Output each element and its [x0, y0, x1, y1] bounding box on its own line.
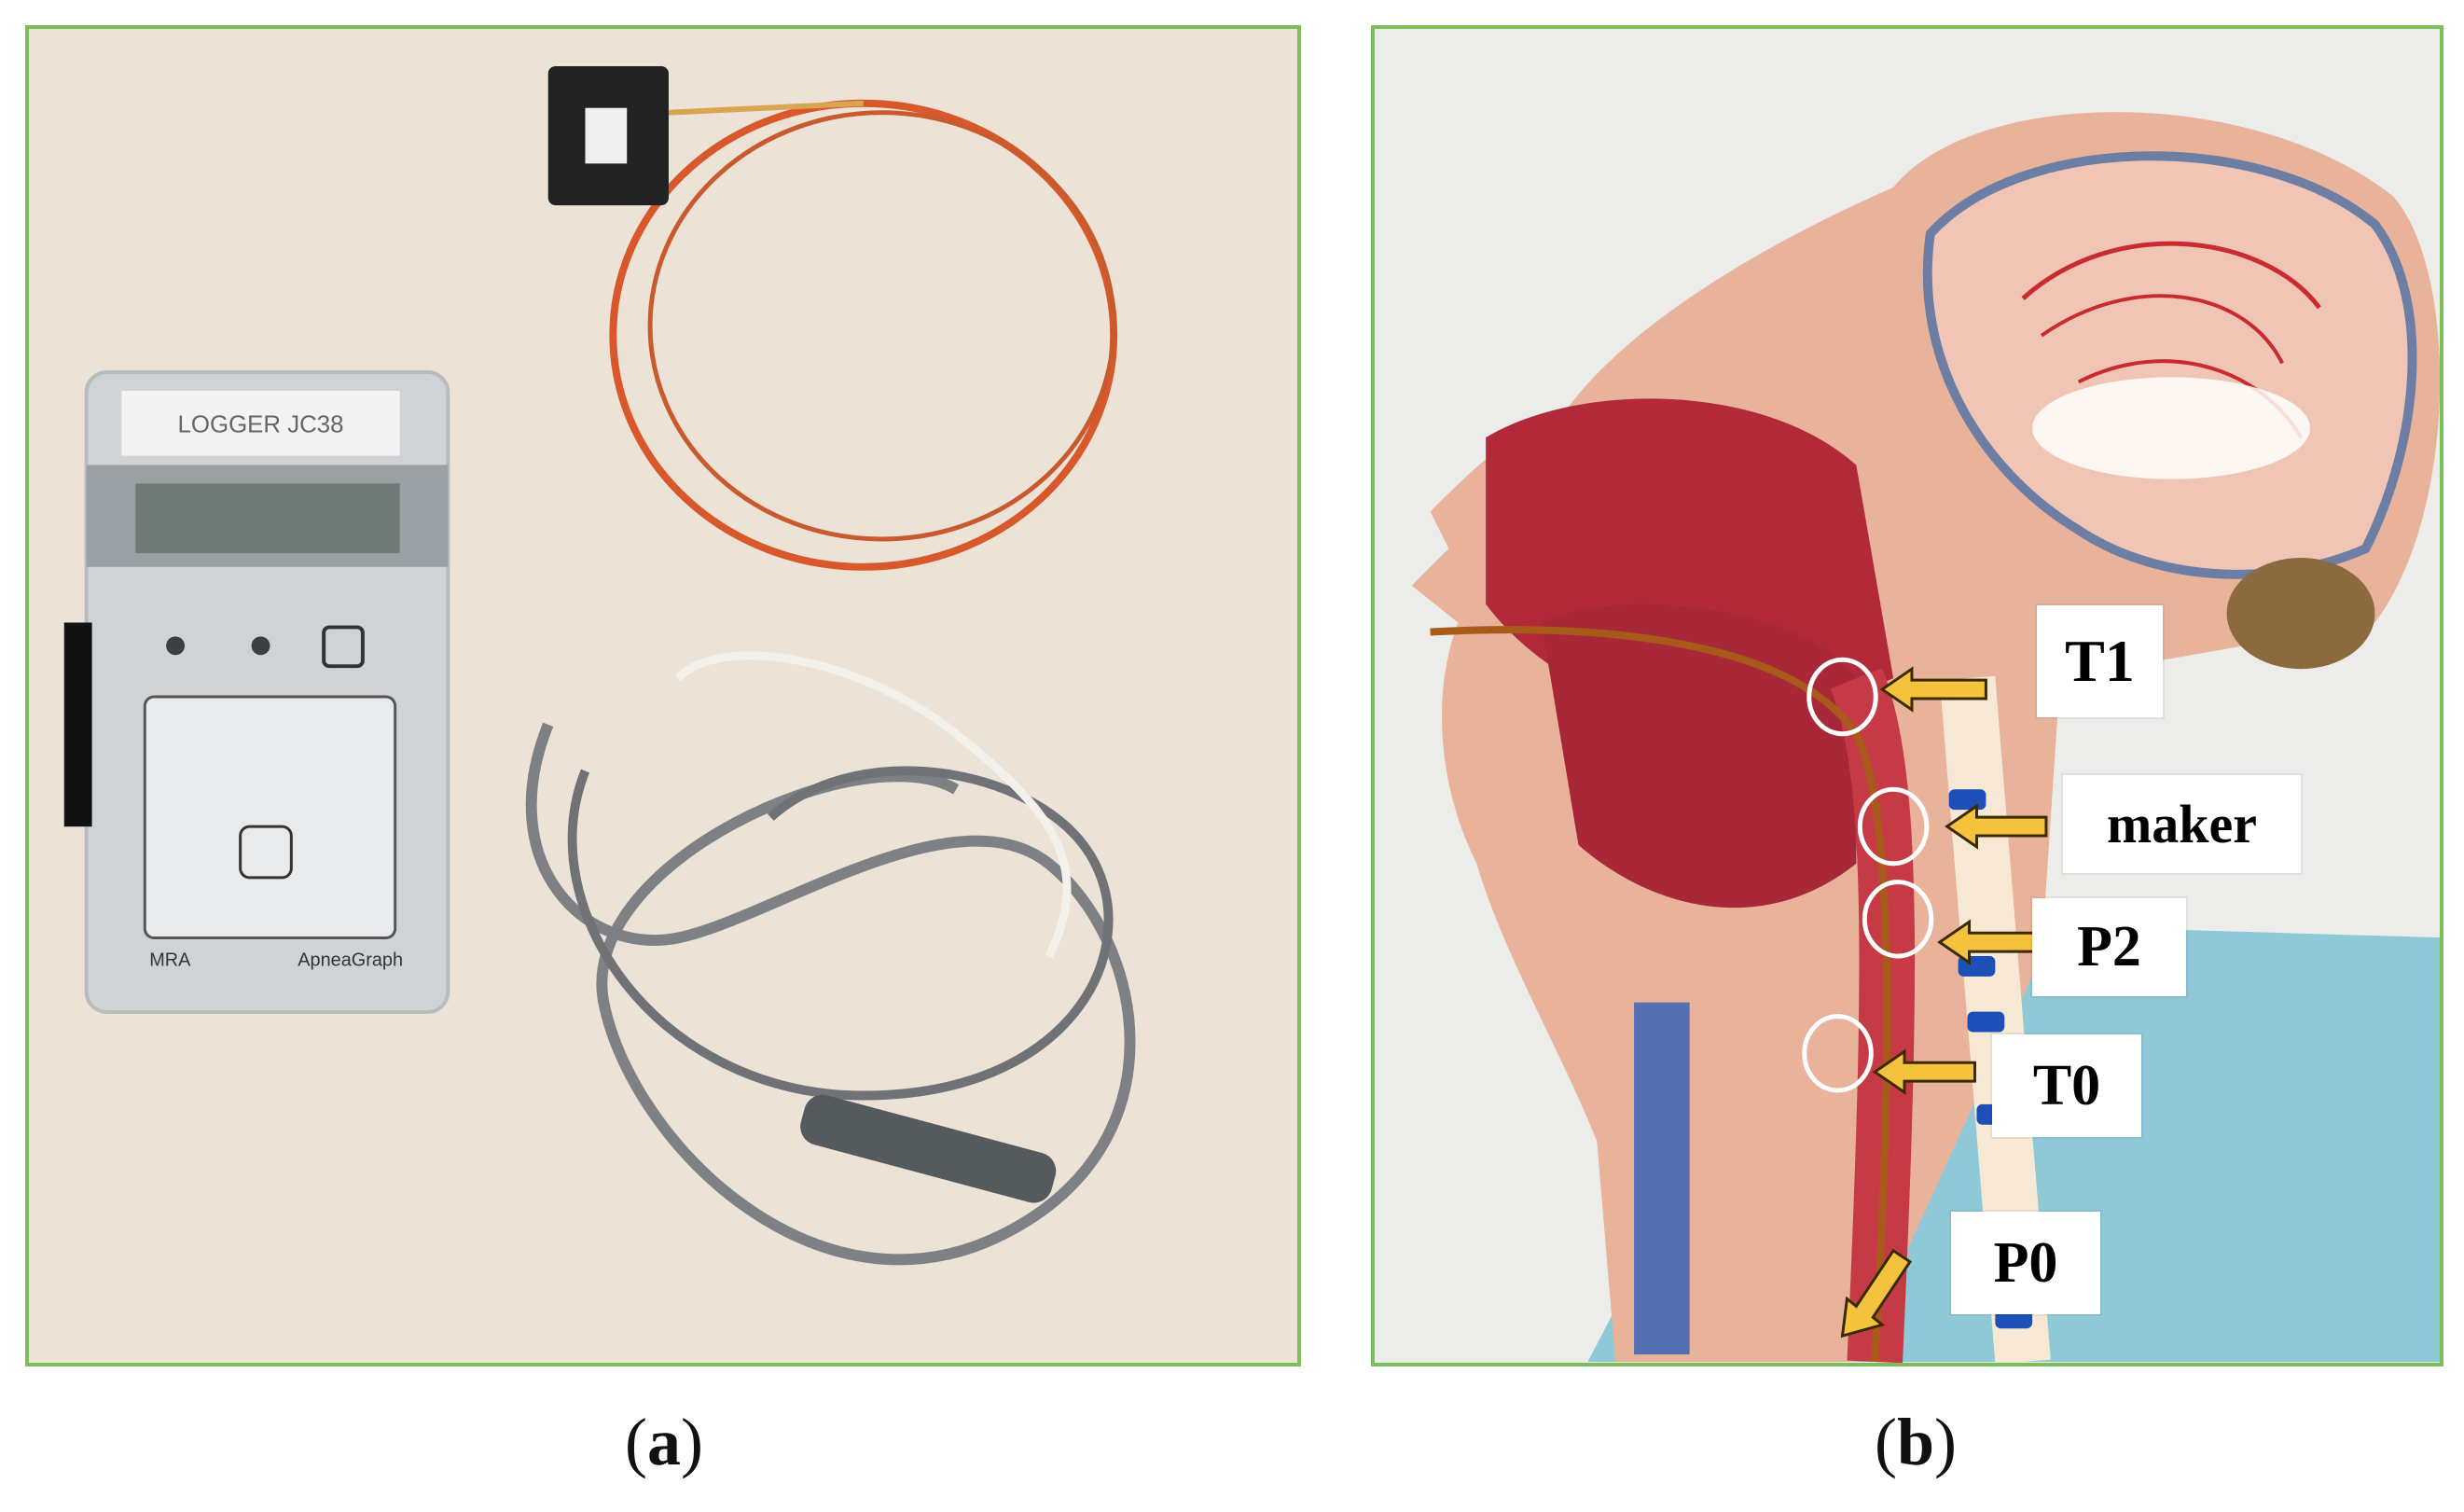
white-cable: [674, 651, 1072, 959]
logger-keypad: [143, 695, 397, 939]
marker-label-maker: maker: [2063, 775, 2301, 873]
caption-b: (b): [1875, 1405, 1958, 1479]
marker-label-t1: T1: [2037, 605, 2163, 717]
power-button: [322, 625, 365, 669]
marker-arrows: [1840, 666, 2048, 1339]
device-brand-left: MRA: [149, 950, 191, 970]
marker-circle-t0: [1802, 1014, 1874, 1093]
logger-display: [135, 483, 400, 553]
marker-circle-maker: [1857, 786, 1930, 867]
device-side-clip: [63, 622, 92, 827]
arrow-p0: [1840, 1248, 1913, 1339]
tongue: [1541, 603, 1857, 909]
marker-label-p2: P2: [2032, 898, 2186, 996]
marker-circle-t1: [1806, 657, 1878, 737]
catheter-loop-inner: [647, 110, 1116, 542]
arrow-t1: [1879, 666, 1987, 713]
marker-circle-p2: [1862, 880, 1934, 959]
probe-handle: [800, 1094, 1057, 1203]
led-left: [166, 636, 186, 656]
corpus-callosum: [2032, 377, 2310, 479]
neck-vessel: [1634, 1002, 1690, 1355]
device-brand-right: ApneaGraph: [298, 950, 403, 970]
cerebellum: [2226, 558, 2375, 670]
catheter-tube: [1430, 626, 1891, 1363]
photo-panel-b: T1 maker P2 T0 P0: [1371, 25, 2443, 1366]
brain-model: [1922, 151, 2417, 579]
catheter-loop: [609, 99, 1118, 571]
grey-cable: [525, 722, 1136, 1266]
connector-sticker: [585, 107, 628, 164]
logger-label-sticker: [121, 390, 400, 456]
caption-a: (a): [625, 1405, 703, 1479]
anatomy-model-photo: [1375, 30, 2440, 1363]
caption-b-letter: b: [1896, 1405, 1935, 1479]
logger-label-text: LOGGER JC38: [178, 412, 344, 438]
marker-label-t0: T0: [1992, 1034, 2141, 1137]
arrow-maker: [1945, 803, 2048, 850]
device-photo: LOGGER JC38 MRA ApneaGraph: [63, 65, 1136, 1266]
arrow-t0: [1872, 1048, 1976, 1095]
photo-panel-a: LOGGER JC38 MRA ApneaGraph: [25, 25, 1301, 1366]
caption-a-letter: a: [646, 1405, 681, 1479]
marker-label-p0: P0: [1951, 1212, 2100, 1314]
keypad-button: [239, 825, 293, 880]
led-right: [251, 636, 270, 656]
